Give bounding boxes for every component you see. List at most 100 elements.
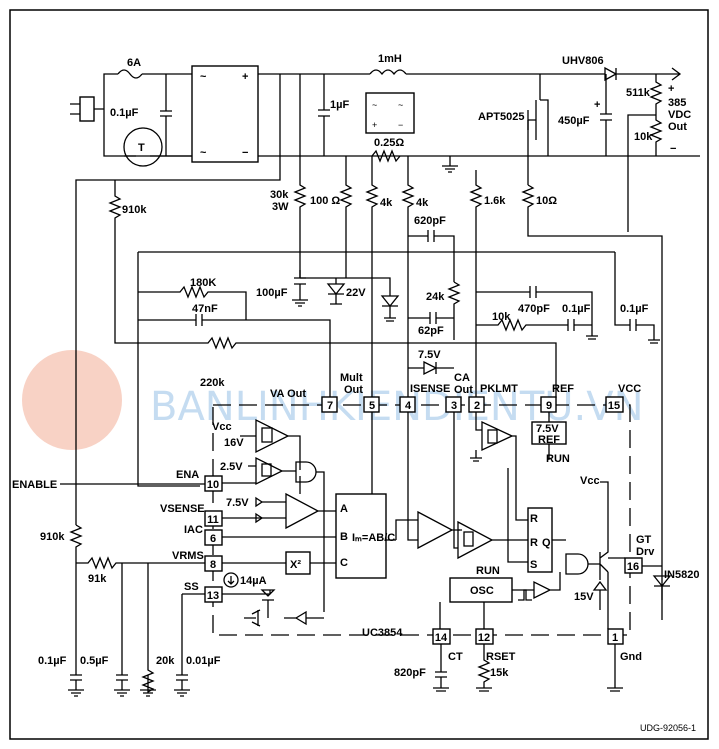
svg-text:15k: 15k — [490, 667, 509, 679]
svg-text:100µF: 100µF — [256, 287, 288, 299]
pin-13: 13 — [204, 586, 223, 603]
pin-7: 7 — [321, 396, 338, 413]
pin-16: 16 — [624, 557, 643, 574]
pin-2: 2 — [468, 396, 485, 413]
svg-text:RUN: RUN — [546, 453, 570, 465]
pin-3: 3 — [445, 396, 462, 413]
svg-text:S: S — [530, 559, 537, 571]
svg-text:820pF: 820pF — [394, 667, 426, 679]
pin-label-rset: RSET — [486, 651, 516, 663]
svg-text:IN5820: IN5820 — [664, 569, 699, 581]
vrms-network: 91k — [76, 556, 205, 694]
svg-text:3W: 3W — [272, 201, 289, 213]
svg-text:24k: 24k — [426, 291, 445, 303]
svg-text:~: ~ — [372, 100, 377, 110]
svg-text:0.1µF: 0.1µF — [38, 655, 67, 667]
pwm-comparator — [453, 412, 528, 560]
shunt-resistor: 0.25Ω — [371, 137, 458, 173]
output-gate: Vcc 15V — [565, 475, 625, 629]
svg-text:450µF: 450µF — [558, 115, 590, 127]
svg-text:+: + — [594, 99, 600, 111]
svg-text:6A: 6A — [127, 57, 141, 69]
svg-text:10Ω: 10Ω — [536, 195, 557, 207]
svg-text:14µA: 14µA — [240, 575, 267, 587]
timing-components: 820pF 15k — [394, 644, 509, 692]
svg-text:16V: 16V — [224, 437, 244, 449]
svg-text:R: R — [530, 513, 538, 525]
svg-text:10: 10 — [207, 479, 219, 491]
enable-comparator: 2.5V — [220, 456, 325, 612]
current-loop-comp: 470pF 10k 0.1µF 0.1µF 7.5V — [408, 252, 660, 376]
pin-label-ena: ENA — [176, 469, 199, 481]
boost-inductor: 1mH ~ ~ + − — [365, 53, 598, 134]
pklmt-comparator — [470, 412, 528, 521]
svg-text:Vcc: Vcc — [212, 421, 232, 433]
svg-text:62pF: 62pF — [418, 325, 444, 337]
pin-label-pklmt: PKLMT — [480, 383, 518, 395]
svg-text:+: + — [668, 83, 674, 95]
svg-text:91k: 91k — [88, 573, 107, 585]
svg-text:15V: 15V — [574, 591, 594, 603]
compensation-network: 620pF 100µF 22V 24k 62pF — [137, 215, 615, 487]
svg-text:A: A — [340, 503, 348, 515]
svg-text:4: 4 — [405, 400, 412, 412]
svg-text:180K: 180K — [190, 277, 216, 289]
oscillator: OSC RUN — [439, 565, 561, 629]
input-capacitor: 1µF — [318, 74, 349, 156]
bottom-components: 0.1µF 0.5µF 20k 0.01µF — [38, 655, 221, 697]
svg-text:4k: 4k — [416, 197, 429, 209]
pin-5: 5 — [363, 396, 380, 413]
feed-resistors: 910k 30k 3W 100 Ω 4k 4k 1.6k 10Ω — [75, 74, 663, 600]
svg-text:100 Ω: 100 Ω — [310, 195, 340, 207]
svg-text:1: 1 — [612, 632, 618, 644]
svg-text:6: 6 — [210, 533, 216, 545]
svg-text:APT5025: APT5025 — [478, 111, 524, 123]
enable-input: ENABLE — [12, 479, 205, 491]
svg-text:1µF: 1µF — [330, 99, 349, 111]
pin-label-gt: GT — [636, 534, 652, 546]
svg-text:B: B — [340, 531, 348, 543]
svg-text:7.5V: 7.5V — [418, 349, 441, 361]
svg-text:2.5V: 2.5V — [220, 461, 243, 473]
pin-label-out: Out — [344, 384, 363, 396]
ic-boundary — [212, 404, 631, 636]
svg-text:511k: 511k — [626, 87, 651, 99]
svg-text:14: 14 — [435, 632, 448, 644]
svg-text:12: 12 — [478, 632, 490, 644]
multiplier: A B C Iₘ=AB/C X² — [222, 412, 396, 579]
svg-text:ENABLE: ENABLE — [12, 479, 57, 491]
uvlo-comparator: Vcc 16V — [212, 418, 301, 470]
svg-text:0.5µF: 0.5µF — [80, 655, 109, 667]
pin-label-ref: REF — [552, 383, 574, 395]
svg-text:7.5V: 7.5V — [536, 423, 559, 435]
iac-resistor: 910k — [40, 524, 83, 675]
pin-label-ct: CT — [448, 651, 463, 663]
output-capacitor: 450µF + — [558, 74, 612, 156]
svg-text:20k: 20k — [156, 655, 175, 667]
svg-text:UHV806: UHV806 — [562, 55, 604, 67]
pin-label-mult: Mult — [340, 372, 363, 384]
svg-text:910k: 910k — [40, 531, 65, 543]
pin-label-ca: CA — [454, 372, 470, 384]
figure-id: UDG-92056-1 — [640, 723, 696, 733]
svg-text:620pF: 620pF — [414, 215, 446, 227]
pin-12: 12 — [475, 628, 494, 645]
svg-text:Vcc: Vcc — [580, 475, 600, 487]
svg-text:7.5V: 7.5V — [226, 497, 249, 509]
pin-8: 8 — [204, 555, 223, 572]
pin-label-drv: Drv — [636, 546, 655, 558]
pin-4: 4 — [399, 396, 416, 413]
reference: 7.5V REF RUN — [531, 412, 570, 465]
svg-text:13: 13 — [207, 590, 219, 602]
svg-text:2: 2 — [474, 400, 480, 412]
svg-text:~: ~ — [398, 100, 403, 110]
svg-text:0.1µF: 0.1µF — [562, 303, 591, 315]
svg-text:220k: 220k — [200, 377, 225, 389]
diagram-frame — [9, 9, 709, 740]
svg-text:−: − — [670, 143, 676, 155]
svg-text:Out: Out — [668, 121, 687, 133]
pin-label-iac: IAC — [184, 524, 203, 536]
output-divider: 511k 10k + 385 VDC Out − — [626, 74, 691, 232]
pin-label-isense: ISENSE — [410, 383, 450, 395]
svg-text:3: 3 — [451, 400, 457, 412]
